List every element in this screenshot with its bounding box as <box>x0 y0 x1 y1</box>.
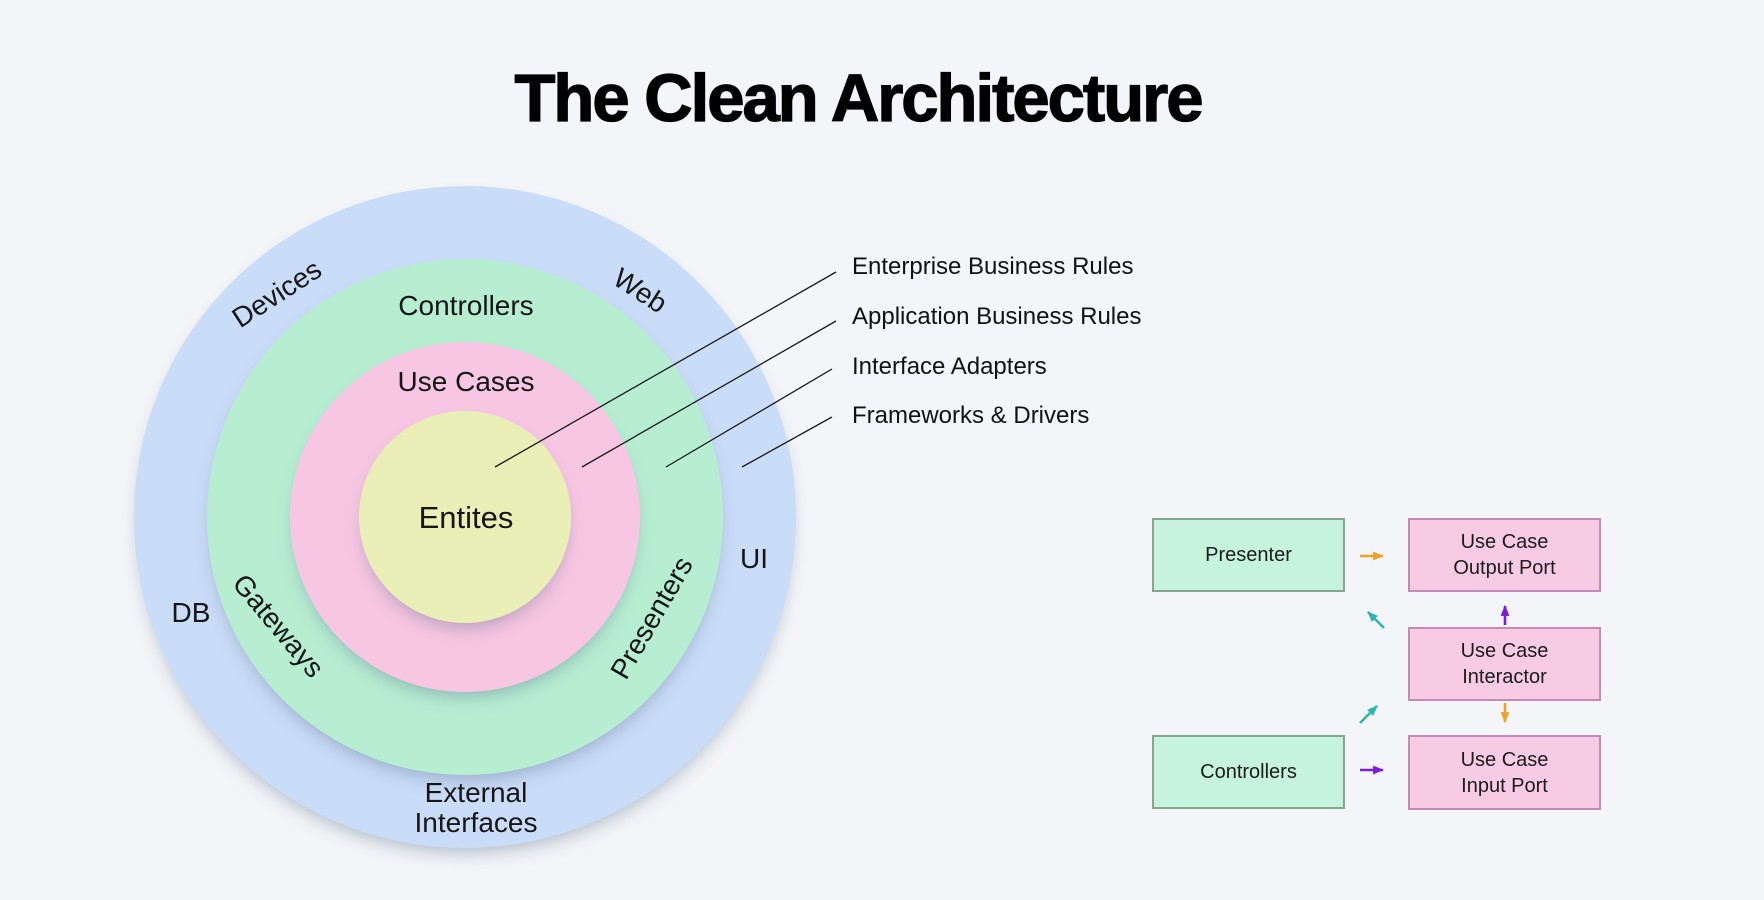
ring-label-use-cases: Use Cases <box>397 366 535 397</box>
flow-box-use-case-interactor: Use Case Interactor <box>1408 627 1601 701</box>
center-label-entities: Entites <box>418 500 514 535</box>
legend-application-business-rules: Application Business Rules <box>852 303 1142 330</box>
ring-label-db: DB <box>171 597 211 628</box>
ring-label-ui: UI <box>740 543 768 574</box>
legend-interface-adapters: Interface Adapters <box>852 353 1047 380</box>
ring-label-controllers: Controllers <box>398 290 534 321</box>
legend-enterprise-business-rules: Enterprise Business Rules <box>852 253 1134 280</box>
legend-frameworks-drivers: Frameworks & Drivers <box>852 402 1090 429</box>
ring-label-external-interfaces: External Interfaces <box>414 777 538 838</box>
arrow-diagonal-up-right-to-interactor <box>1359 705 1378 724</box>
flow-box-presenter: Presenter <box>1152 518 1345 592</box>
flow-box-use-case-output-port: Use Case Output Port <box>1408 518 1601 592</box>
page-title: The Clean Architecture <box>514 60 1204 136</box>
arrow-diagonal-up-left-to-presenter <box>1367 611 1385 629</box>
flow-box-use-case-input-port: Use Case Input Port <box>1408 735 1601 810</box>
flow-box-controllers: Controllers <box>1152 735 1345 809</box>
